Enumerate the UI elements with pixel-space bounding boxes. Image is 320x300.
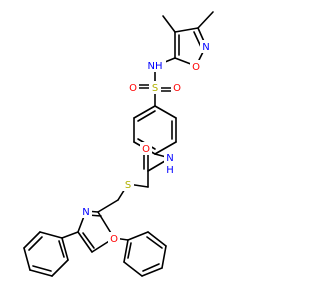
atom-label: O: [192, 62, 200, 73]
atom-label: NH: [148, 61, 163, 72]
atom-o-isoxazole: O: [190, 60, 202, 73]
bond: [147, 231, 167, 247]
bond: [127, 242, 132, 259]
bond: [23, 231, 41, 249]
molecule-structure: NH N O S O O N H: [23, 11, 214, 277]
atom-o-sulfonyl-right: O: [171, 81, 183, 94]
bond: [162, 15, 176, 33]
bond: [123, 239, 129, 263]
bond: [28, 236, 43, 251]
atom-label: N: [202, 42, 209, 53]
atom-o-sulfonyl-left: O: [127, 81, 139, 94]
bond: [29, 269, 53, 277]
atom-label: O: [129, 83, 137, 94]
bond: [32, 265, 52, 272]
atom-label: O: [142, 144, 150, 155]
bond: [146, 236, 163, 249]
atom-label: N: [166, 153, 173, 164]
atom-o-carbonyl: O: [140, 142, 152, 155]
bond: [61, 231, 79, 239]
bond: [161, 245, 167, 269]
bond: [123, 261, 143, 277]
bond: [193, 31, 202, 48]
bond: [127, 231, 149, 241]
bond: [39, 231, 63, 239]
bond: [154, 105, 177, 119]
atom-label: S: [125, 180, 131, 191]
atom-s-thioether: S: [122, 178, 134, 191]
atom-label: O: [173, 83, 181, 94]
bond: [51, 259, 69, 277]
bond: [61, 237, 69, 261]
atom-label: N: [82, 207, 89, 218]
bond: [142, 263, 160, 272]
atom-o-oxazole: O: [108, 232, 120, 245]
atom-label: S: [152, 83, 158, 94]
bond: [23, 247, 31, 271]
bond: [141, 267, 163, 277]
bond: [137, 110, 156, 122]
bond: [133, 105, 156, 119]
atom-s-sulfonyl: S: [149, 81, 161, 94]
atom-label: O: [110, 234, 118, 245]
atom-labels: NH N O S O O N H: [80, 40, 212, 245]
bond: [197, 11, 214, 29]
atom-nh-top: NH: [144, 59, 166, 72]
bond: [174, 27, 199, 33]
bond: [82, 232, 95, 249]
atom-n-isoxazole: N: [200, 40, 212, 53]
bond: [97, 199, 119, 213]
atom-label: H: [166, 165, 174, 176]
atom-n-oxazole: N: [80, 205, 92, 218]
bond: [154, 141, 177, 155]
bond: [58, 240, 65, 258]
atom-nh-amide: N H: [164, 151, 176, 176]
bond: [77, 231, 93, 253]
